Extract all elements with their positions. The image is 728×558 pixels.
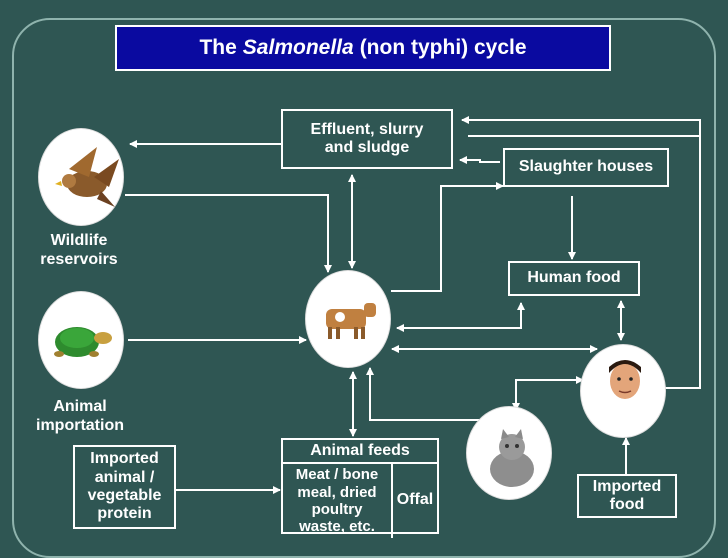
animal-feeds-detail-row: Meat / bone meal, dried poultry waste, e… [283,462,437,539]
imported-food-box: Imported food [577,474,677,518]
human-food-label: Human food [527,269,621,287]
wildlife-circle [38,128,124,226]
cat-icon [490,429,534,487]
arrow-slaughter-to-effluent [459,156,500,164]
wildlife-label: Wildlife reservoirs [40,232,118,269]
title-prefix: The [199,36,237,59]
bird-icon [55,147,119,207]
human-food-box: Human food [508,261,640,296]
man-face-icon [609,360,641,399]
arrow-farm-to-slaughter [391,182,504,292]
offal-label: Offal [396,491,434,509]
farm-label-bottom: animals [320,338,380,355]
title-suffix: (non typhi) cycle [359,36,527,59]
title-italic: Salmonella [242,36,354,59]
slaughter-box: Slaughter houses [503,148,669,187]
feeds-detail-text: Meat / bone meal, dried poultry waste, e… [295,466,379,536]
arrow-wildlife-to-farm [125,194,332,273]
slaughter-label: Slaughter houses [518,158,654,176]
imported-food-label: Imported food [592,477,662,513]
turtle-icon [54,327,112,357]
effluent-box: Effluent, slurry and sludge [281,109,453,169]
arrow-humanfood-farm [396,302,525,332]
pets-circle [466,406,552,500]
imported-protein-label: Imported animal / vegetable protein [87,450,162,523]
arrow-man-to-effluent [461,116,701,389]
effluent-label: Effluent, slurry and sludge [310,120,424,156]
animal-importation-label: Animal importation [36,398,124,435]
animal-feeds-label: Animal feeds [283,440,437,465]
animal-feeds-box: Animal feeds Meat / bone meal, dried pou… [281,438,439,539]
farm-label-top: Farm [330,282,370,299]
pets-label: Pets [492,411,526,428]
cow-icon [326,303,376,339]
arrow-pets-to-farm [366,367,480,421]
diagram-stage: The Salmonella (non typhi) cycle [12,18,716,558]
man-label: Man [607,411,639,428]
arrow-pets-man [512,376,584,411]
title-box: The Salmonella (non typhi) cycle [115,25,611,71]
offal-cell: Offal [391,462,437,539]
imported-protein-box: Imported animal / vegetable protein [73,445,176,529]
man-circle [580,344,666,438]
arrow-layer [125,116,701,494]
farm-circle [305,270,391,368]
importation-circle [38,291,124,389]
